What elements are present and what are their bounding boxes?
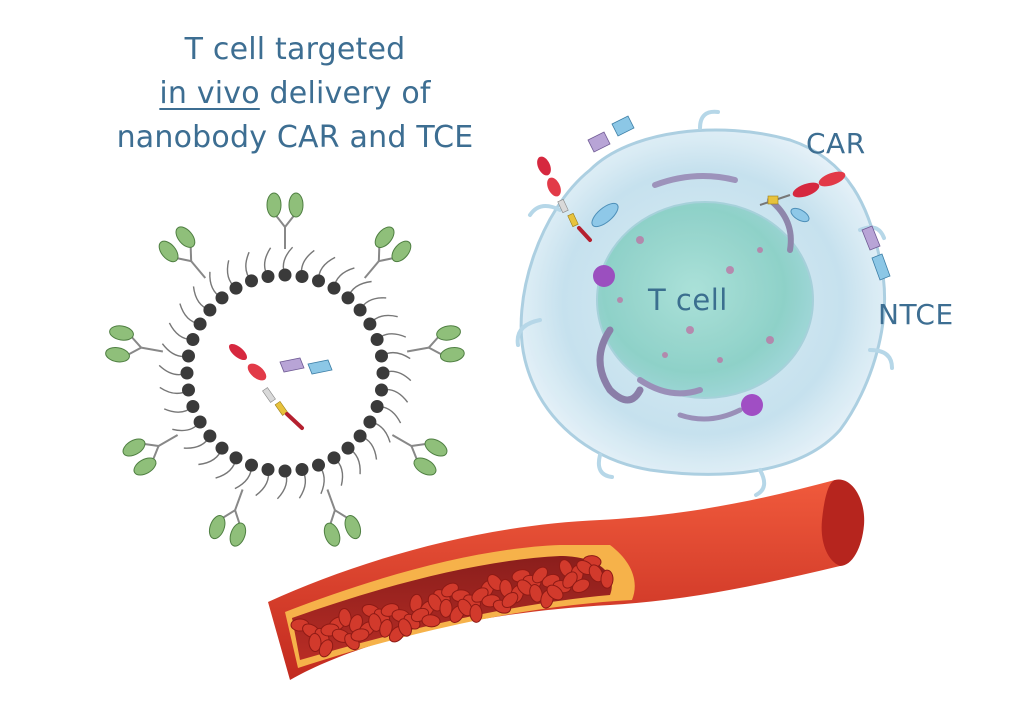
lipid-head (203, 303, 217, 317)
blood-vessel (268, 479, 865, 680)
red-blood-cell (529, 584, 543, 603)
ntce-construct (861, 225, 891, 281)
lipid-head (182, 349, 195, 363)
red-blood-cell (421, 614, 441, 628)
red-blood-cell (379, 618, 393, 638)
organelles (596, 173, 794, 422)
lipid-head (186, 333, 200, 346)
cargo-tce-construct (279, 357, 333, 375)
lipid-head (229, 451, 243, 465)
red-blood-cell (571, 578, 591, 593)
car-construct (759, 171, 846, 206)
lipid-head (370, 333, 384, 346)
lipid-head (295, 270, 309, 283)
title-in-vivo: in vivo (159, 76, 260, 111)
lipid-head (341, 291, 355, 305)
title-line-2-rest: delivery of (259, 76, 431, 111)
lipid-head (295, 463, 309, 476)
vessel-end-cap (821, 479, 865, 566)
antibody-icon (158, 226, 207, 279)
red-blood-cells (290, 555, 614, 658)
lipid-head (312, 274, 325, 288)
t-cell (515, 109, 894, 497)
red-blood-cell (588, 564, 604, 583)
lipid-tails (158, 246, 412, 500)
red-blood-cell (350, 628, 370, 642)
lipid-head (182, 383, 195, 397)
lipid-head (215, 441, 229, 455)
ntce-construct-top (587, 115, 635, 153)
red-blood-cell (368, 613, 382, 632)
lipid-head (203, 429, 217, 443)
red-blood-cell (469, 603, 483, 623)
lipid-head (376, 366, 390, 380)
lipid-head (312, 458, 325, 472)
antibody-icon (363, 226, 412, 279)
lipid-head (327, 281, 341, 295)
red-blood-cell (501, 592, 519, 608)
organelle-lysosome-2 (741, 394, 763, 416)
lipid-head (341, 441, 355, 455)
title-line-2: in vivo delivery of (60, 72, 530, 116)
surface-structures (591, 202, 810, 228)
red-blood-cell (398, 618, 412, 637)
red-blood-cell (600, 569, 614, 589)
red-blood-cell (308, 633, 322, 652)
antibody-icon (105, 325, 164, 363)
lipid-head (261, 270, 275, 283)
lipid-head (327, 451, 341, 465)
lipid-head (215, 291, 229, 305)
title-line-1: T cell targeted (184, 32, 406, 67)
lipid-head (245, 274, 258, 288)
antibody-icon (391, 434, 448, 476)
label-ntce: NTCE (878, 298, 954, 331)
red-blood-cell (427, 593, 443, 612)
red-blood-cell (546, 584, 564, 601)
antibody-icon (323, 489, 362, 547)
label-t-cell: T cell (648, 283, 728, 317)
figure-title: T cell targeted in vivo delivery of nano… (60, 28, 530, 160)
car-construct-left (537, 156, 592, 242)
red-blood-cell (318, 639, 334, 658)
lipid-head (261, 463, 275, 476)
lipid-head (375, 383, 388, 397)
lipid-nanoparticle (105, 192, 465, 547)
organelle-lysosome (593, 265, 615, 287)
targeting-antibodies (105, 192, 465, 547)
antibody-icon (266, 192, 304, 249)
lipid-head (278, 268, 292, 282)
antibody-icon (122, 434, 179, 476)
cargo-car-construct (228, 343, 304, 430)
lipid-head (180, 366, 194, 380)
lipid-head (353, 303, 367, 317)
title-line-3: nanobody CAR and TCE (116, 120, 474, 155)
lipid-head (363, 317, 377, 331)
antibody-icon (208, 489, 247, 547)
lipid-head (363, 415, 377, 429)
lipid-head (375, 349, 388, 363)
lipid-head (353, 429, 367, 443)
label-car: CAR (806, 127, 866, 160)
lipid-head (193, 415, 207, 429)
lipid-head (229, 281, 243, 295)
lipid-heads (180, 268, 390, 478)
red-blood-cell (338, 608, 352, 627)
lipid-head (278, 464, 292, 478)
antibody-icon (406, 325, 465, 363)
red-blood-cell (439, 598, 453, 618)
lipid-head (193, 317, 207, 331)
lipid-head (186, 400, 200, 413)
vesicles (617, 236, 774, 363)
lipid-head (370, 400, 384, 413)
lipid-head (245, 458, 258, 472)
